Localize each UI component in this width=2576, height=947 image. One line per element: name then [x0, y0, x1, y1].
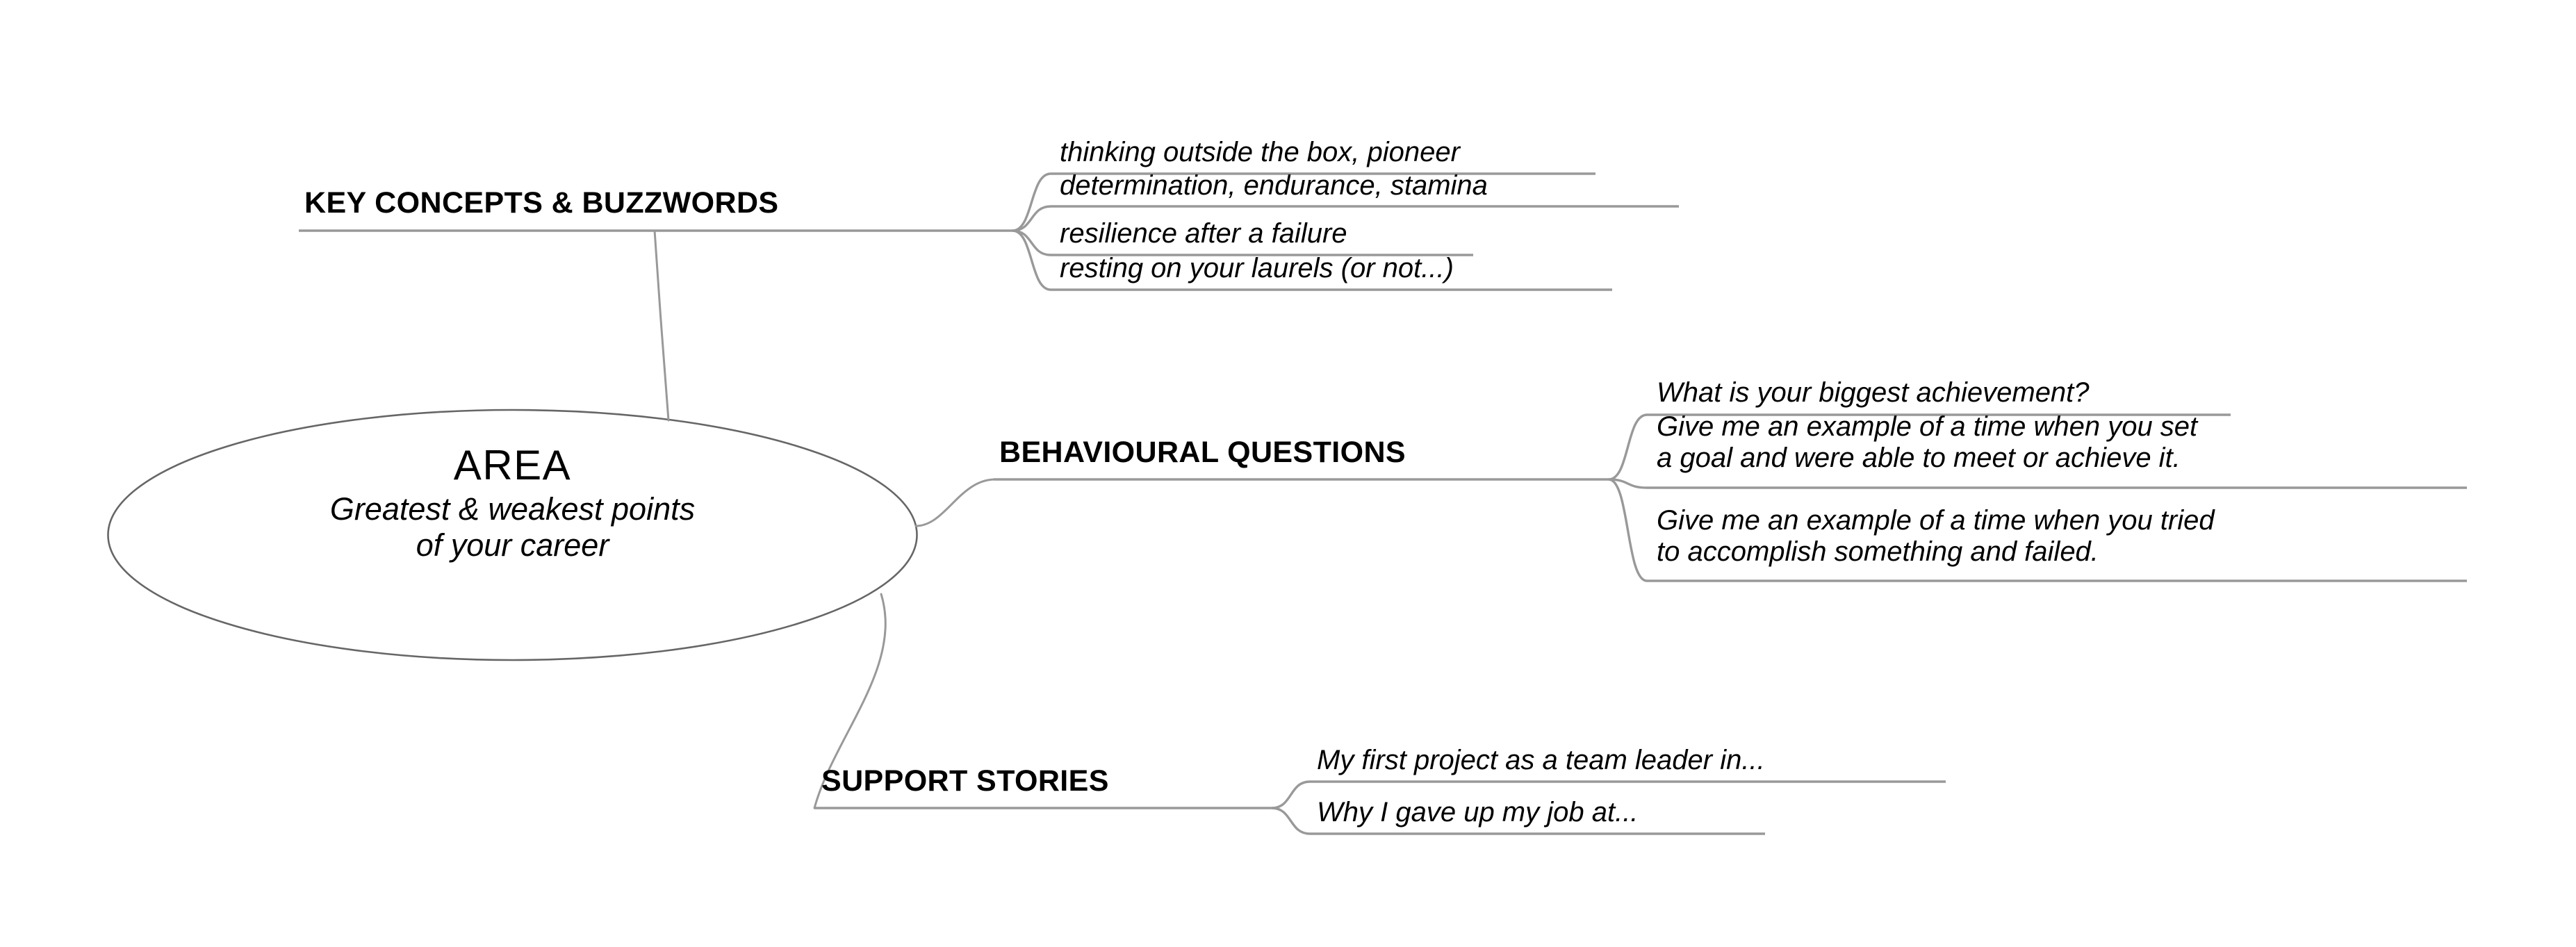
- root-node-title: AREA: [453, 442, 572, 488]
- branch-title-key-concepts-and-buzzwords[interactable]: KEY CONCEPTS & BUZZWORDS: [304, 186, 779, 220]
- leaf-biggest-achievement[interactable]: What is your biggest achievement?: [1657, 377, 2090, 408]
- branch-1-leaf-1-underline: [1012, 172, 1595, 232]
- leaf-why-i-gave-up-my-job[interactable]: Why I gave up my job at...: [1317, 797, 1639, 827]
- leaf-determination-endurance-stamina[interactable]: determination, endurance, stamina: [1060, 170, 1488, 201]
- branch-2-connector: [914, 478, 995, 527]
- branch-3-leaf-1-underline: [1271, 780, 1946, 809]
- root-node-subtitle-line-1: Greatest & weakest points: [329, 491, 696, 527]
- branch-title-support-stories[interactable]: SUPPORT STORIES: [821, 764, 1109, 798]
- leaf-set-a-goal-line-2: a goal and were able to meet or achieve …: [1657, 442, 2181, 473]
- branch-3-leaf-2-underline: [1271, 807, 1765, 835]
- leaf-tried-and-failed[interactable]: Give me an example of a time when you tr…: [1657, 505, 2215, 568]
- branch-1-leaf-4-underline: [1012, 229, 1612, 291]
- leaf-first-project-as-team-leader[interactable]: My first project as a team leader in...: [1317, 745, 1765, 775]
- branch-title-behavioural-questions[interactable]: BEHAVIOURAL QUESTIONS: [999, 436, 1406, 469]
- leaf-resilience-after-a-failure[interactable]: resilience after a failure: [1060, 218, 1347, 249]
- leaf-resting-on-your-laurels[interactable]: resting on your laurels (or not...): [1060, 253, 1454, 283]
- root-node-subtitle-line-2: of your career: [416, 527, 609, 563]
- branch-2-leaf-3-underline: [1608, 478, 2467, 582]
- branch-2-leaf-2-underline: [1608, 478, 2467, 489]
- branch-2-leaf-1-underline: [1608, 413, 2231, 481]
- leaf-tried-and-failed-line-2: to accomplish something and failed.: [1657, 536, 2099, 567]
- leaf-tried-and-failed-line-1: Give me an example of a time when you tr…: [1657, 505, 2215, 536]
- leaf-thinking-outside-the-box[interactable]: thinking outside the box, pioneer: [1060, 137, 1460, 167]
- leaf-set-a-goal-line-1: Give me an example of a time when you se…: [1657, 411, 2198, 442]
- branch-3-connector: [813, 593, 887, 809]
- root-oval: [107, 409, 918, 661]
- branch-1-leaf-2-underline: [1012, 205, 1679, 232]
- branch-1-connector: [653, 229, 670, 422]
- leaf-set-a-goal-and-achieved-it[interactable]: Give me an example of a time when you se…: [1657, 411, 2197, 474]
